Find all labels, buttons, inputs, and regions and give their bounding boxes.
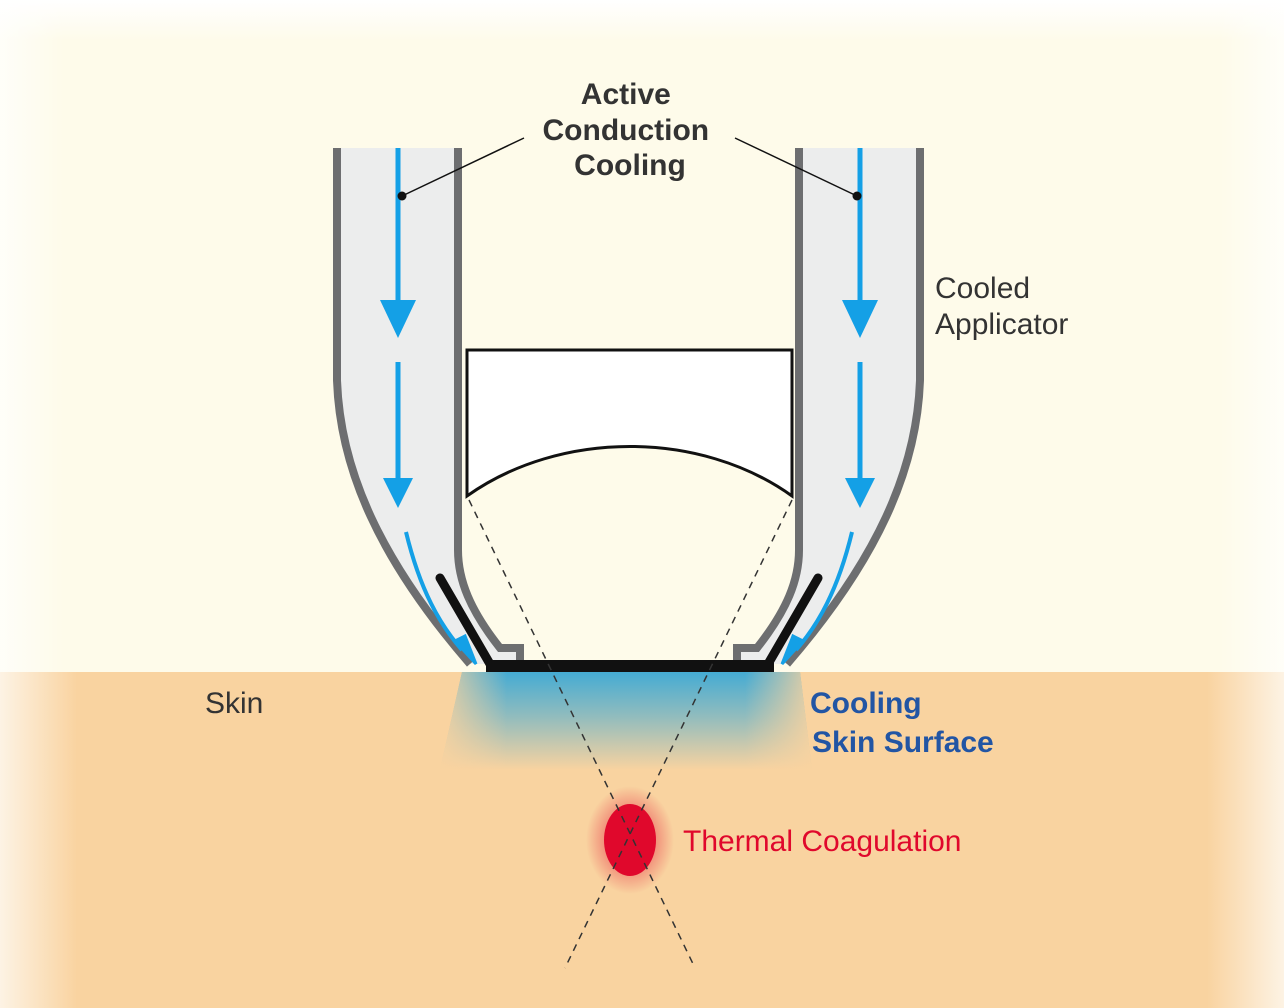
- right-applicator-outer-wall: [783, 148, 924, 667]
- cooling-surface-line-1: Cooling: [810, 687, 922, 720]
- active-cooling-line-1: Active: [581, 78, 671, 111]
- left-applicator-inner-wall: [454, 148, 524, 662]
- right-applicator-inner-wall: [733, 148, 803, 662]
- lens-shape: [465, 348, 794, 499]
- cooling-surface-line-2: Skin Surface: [812, 726, 994, 759]
- coagulation-spot: [604, 804, 656, 876]
- leader-line-right: [734, 137, 858, 197]
- thermal-coagulation-label: Thermal Coagulation: [683, 825, 961, 858]
- coolant-arrow-icon: [380, 300, 416, 338]
- active-cooling-line-3: Cooling: [574, 149, 686, 182]
- beam-line-right: [564, 499, 793, 969]
- active-cooling-label: Active Conduction Cooling: [543, 78, 718, 182]
- coolant-arrow-icon: [383, 478, 413, 508]
- cooled-applicator-line-1: Cooled: [935, 272, 1030, 305]
- coolant-arrow-icon: [842, 300, 878, 338]
- coolant-arrow-icon: [845, 478, 875, 508]
- contact-window: [486, 660, 774, 672]
- cooled-applicator-label: Cooled Applicator: [935, 272, 1068, 341]
- coolant-arrow-icon: [452, 633, 478, 666]
- coolant-arrow-icon: [780, 633, 806, 666]
- left-contact-plate: [435, 573, 495, 669]
- cooling-surface-label: Cooling Skin Surface: [810, 687, 994, 759]
- leader-dot-left: [397, 191, 407, 201]
- beam-line-left: [468, 499, 696, 969]
- leader-dot-right: [852, 191, 862, 201]
- cooling-zone-edge-fade: [440, 672, 812, 770]
- active-cooling-line-2: Conduction: [543, 114, 710, 147]
- leader-line-left: [401, 137, 525, 197]
- right-contact-plate: [763, 573, 823, 669]
- skin-label: Skin: [205, 687, 263, 720]
- left-applicator-outer-wall: [333, 148, 474, 667]
- cooled-applicator-line-2: Applicator: [935, 308, 1068, 341]
- air-edge-fade: [0, 0, 1284, 672]
